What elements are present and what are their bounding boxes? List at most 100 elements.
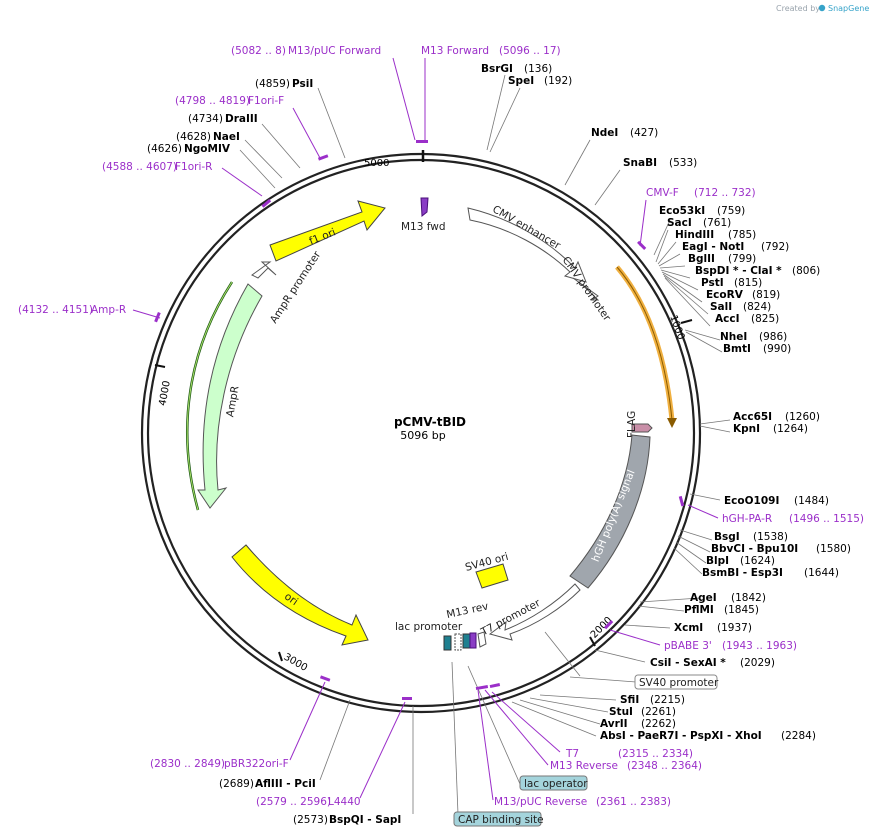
site-bsgi-pos: (1538) xyxy=(753,531,788,543)
site-naei-name: NaeI xyxy=(213,131,240,143)
site-bspdi-clai-name: BspDI * - ClaI * xyxy=(695,265,782,277)
hgh-pa-r-marker xyxy=(678,495,685,507)
m13-fwd-arrow[interactable] xyxy=(420,197,429,217)
leader-lines xyxy=(239,74,731,815)
tick-label-4000: 4000 xyxy=(158,380,173,407)
site-acci-pos: (825) xyxy=(751,313,779,325)
site-avrii-pos: (2262) xyxy=(641,718,676,730)
site-bsrgi-name: BsrGI xyxy=(481,63,513,75)
primer-t7-range: (2315 .. 2334) xyxy=(618,748,693,760)
f1ori-f-marker xyxy=(317,154,329,161)
cmv-f-marker xyxy=(637,240,647,250)
lac-operator-box[interactable] xyxy=(519,775,588,791)
site-sali-name: SalI xyxy=(710,301,732,313)
site-avrii-name: AvrII xyxy=(600,718,628,730)
primer-f1ori-r-name: F1ori-R xyxy=(175,161,212,173)
primer-m13-reverse-range: (2348 .. 2364) xyxy=(627,760,702,772)
site-snabi-name: SnaBI xyxy=(623,157,657,169)
ampr-label: AmpR xyxy=(224,385,241,418)
primer-hgh-pa-r-range: (1496 .. 1515) xyxy=(789,513,864,525)
tick-mark-3000 xyxy=(278,651,283,662)
cap-binding-site-box[interactable] xyxy=(453,811,542,827)
watermark-brand: SnapGene xyxy=(828,4,869,13)
site-draiii-name: DraIII xyxy=(225,113,258,125)
sv40-promoter-arrow[interactable] xyxy=(488,583,581,641)
primer-m13-puc-forward-name: M13/pUC Forward xyxy=(288,45,381,57)
site-absi-group-name: AbsI - PaeR7I - PspXI - XhoI xyxy=(600,730,762,742)
cmv-enhancer-arrow[interactable] xyxy=(467,207,587,283)
hgh-polya-arrow[interactable] xyxy=(569,434,651,589)
lac-operator-block[interactable] xyxy=(443,635,452,651)
lac-promoter-label: lac promoter xyxy=(395,621,463,633)
plasmid-size: 5096 bp xyxy=(400,429,445,442)
site-naei-pos: (4628) xyxy=(176,131,211,143)
cmv-promoter-arrow[interactable] xyxy=(572,277,600,301)
site-absi-group-pos: (2284) xyxy=(781,730,816,742)
site-bbvci-bpu10i-name: BbvCI - Bpu10I xyxy=(711,543,798,555)
lac-operator-label: lac operator xyxy=(524,778,588,790)
primer-markers xyxy=(154,140,685,700)
site-csii-sexai-pos: (2029) xyxy=(740,657,775,669)
site-spei-pos: (192) xyxy=(544,75,572,87)
site-sali-pos: (824) xyxy=(743,301,771,313)
site-hindiii-pos: (785) xyxy=(728,229,756,241)
site-bspqi-sapi-name: BspQI - SapI xyxy=(329,814,401,826)
ampr-outer-arc-highlight xyxy=(186,281,233,511)
primer-leader-lines xyxy=(132,57,719,801)
primer-m13-puc-reverse-name: M13/pUC Reverse xyxy=(494,796,587,808)
m13-forward-marker xyxy=(416,140,428,143)
site-saci-pos: (761) xyxy=(703,217,731,229)
lac-promoter-block[interactable] xyxy=(462,633,471,649)
site-bspdi-clai-pos: (806) xyxy=(792,265,820,277)
flag-arrow[interactable] xyxy=(631,423,653,433)
site-kpni-pos: (1264) xyxy=(773,423,808,435)
site-csii-sexai-name: CsiI - SexAI * xyxy=(650,657,726,669)
sv40-ori-box[interactable] xyxy=(475,563,509,589)
m13-rev-block[interactable] xyxy=(469,632,477,649)
site-kpni-name: KpnI xyxy=(733,423,760,435)
amp-r-marker xyxy=(154,311,161,323)
primer-f1ori-r-range: (4588 .. 4607) xyxy=(102,161,177,173)
site-ndei-name: NdeI xyxy=(591,127,618,139)
site-agei-pos: (1842) xyxy=(731,592,766,604)
ampr-promoter-arrow[interactable] xyxy=(251,261,277,279)
tick-mark-2000 xyxy=(589,636,596,647)
primer-amp-r-name: Amp-R xyxy=(91,304,126,316)
ampr-arrow[interactable] xyxy=(197,283,263,509)
site-eco0109i-pos: (1484) xyxy=(794,495,829,507)
primer-cmv-f-range: (712 .. 732) xyxy=(694,187,756,199)
site-psti-pos: (815) xyxy=(734,277,762,289)
sv40-promoter-box[interactable] xyxy=(634,674,718,690)
site-afliii-pcii-pos: (2689) xyxy=(219,778,254,790)
site-ndei-pos: (427) xyxy=(630,127,658,139)
primer-m13-puc-reverse-range: (2361 .. 2383) xyxy=(596,796,671,808)
site-snabi-pos: (533) xyxy=(669,157,697,169)
f1ori-r-marker xyxy=(261,199,272,208)
m13-fwd-label: M13 fwd xyxy=(401,221,446,233)
primer-pbr322ori-f-range: (2830 .. 2849) xyxy=(150,758,225,770)
cap-site-block[interactable] xyxy=(454,633,462,651)
site-eco53ki-pos: (759) xyxy=(717,205,745,217)
backbone-outer-ring xyxy=(140,152,702,714)
site-eagi-noti-pos: (792) xyxy=(761,241,789,253)
site-blpi-pos: (1624) xyxy=(740,555,775,567)
primer-cmv-f-name: CMV-F xyxy=(646,187,679,199)
primer-hgh-pa-r-name: hGH-PA-R xyxy=(722,513,772,525)
primer-t7-name: T7 xyxy=(565,748,579,760)
tick-label-1000: 1000 xyxy=(667,314,686,342)
site-bsgi-name: BsgI xyxy=(714,531,740,543)
site-bbvci-bpu10i-pos: (1580) xyxy=(816,543,851,555)
ori-arrow[interactable] xyxy=(231,544,369,646)
primer-l4440-range: (2579 .. 2596) xyxy=(256,796,331,808)
site-draiii-pos: (4734) xyxy=(188,113,223,125)
t7-promoter-block[interactable] xyxy=(477,631,487,648)
site-agei-name: AgeI xyxy=(690,592,717,604)
site-xcmi-pos: (1937) xyxy=(717,622,752,634)
pbabe3-marker xyxy=(604,620,614,630)
f1-ori-arrow[interactable] xyxy=(269,200,386,262)
site-hindiii-name: HindIII xyxy=(675,229,714,241)
site-eco0109i-name: EcoO109I xyxy=(724,495,779,507)
site-bspqi-sapi-pos: (2573) xyxy=(293,814,328,826)
site-acci-name: AccI xyxy=(715,313,739,325)
